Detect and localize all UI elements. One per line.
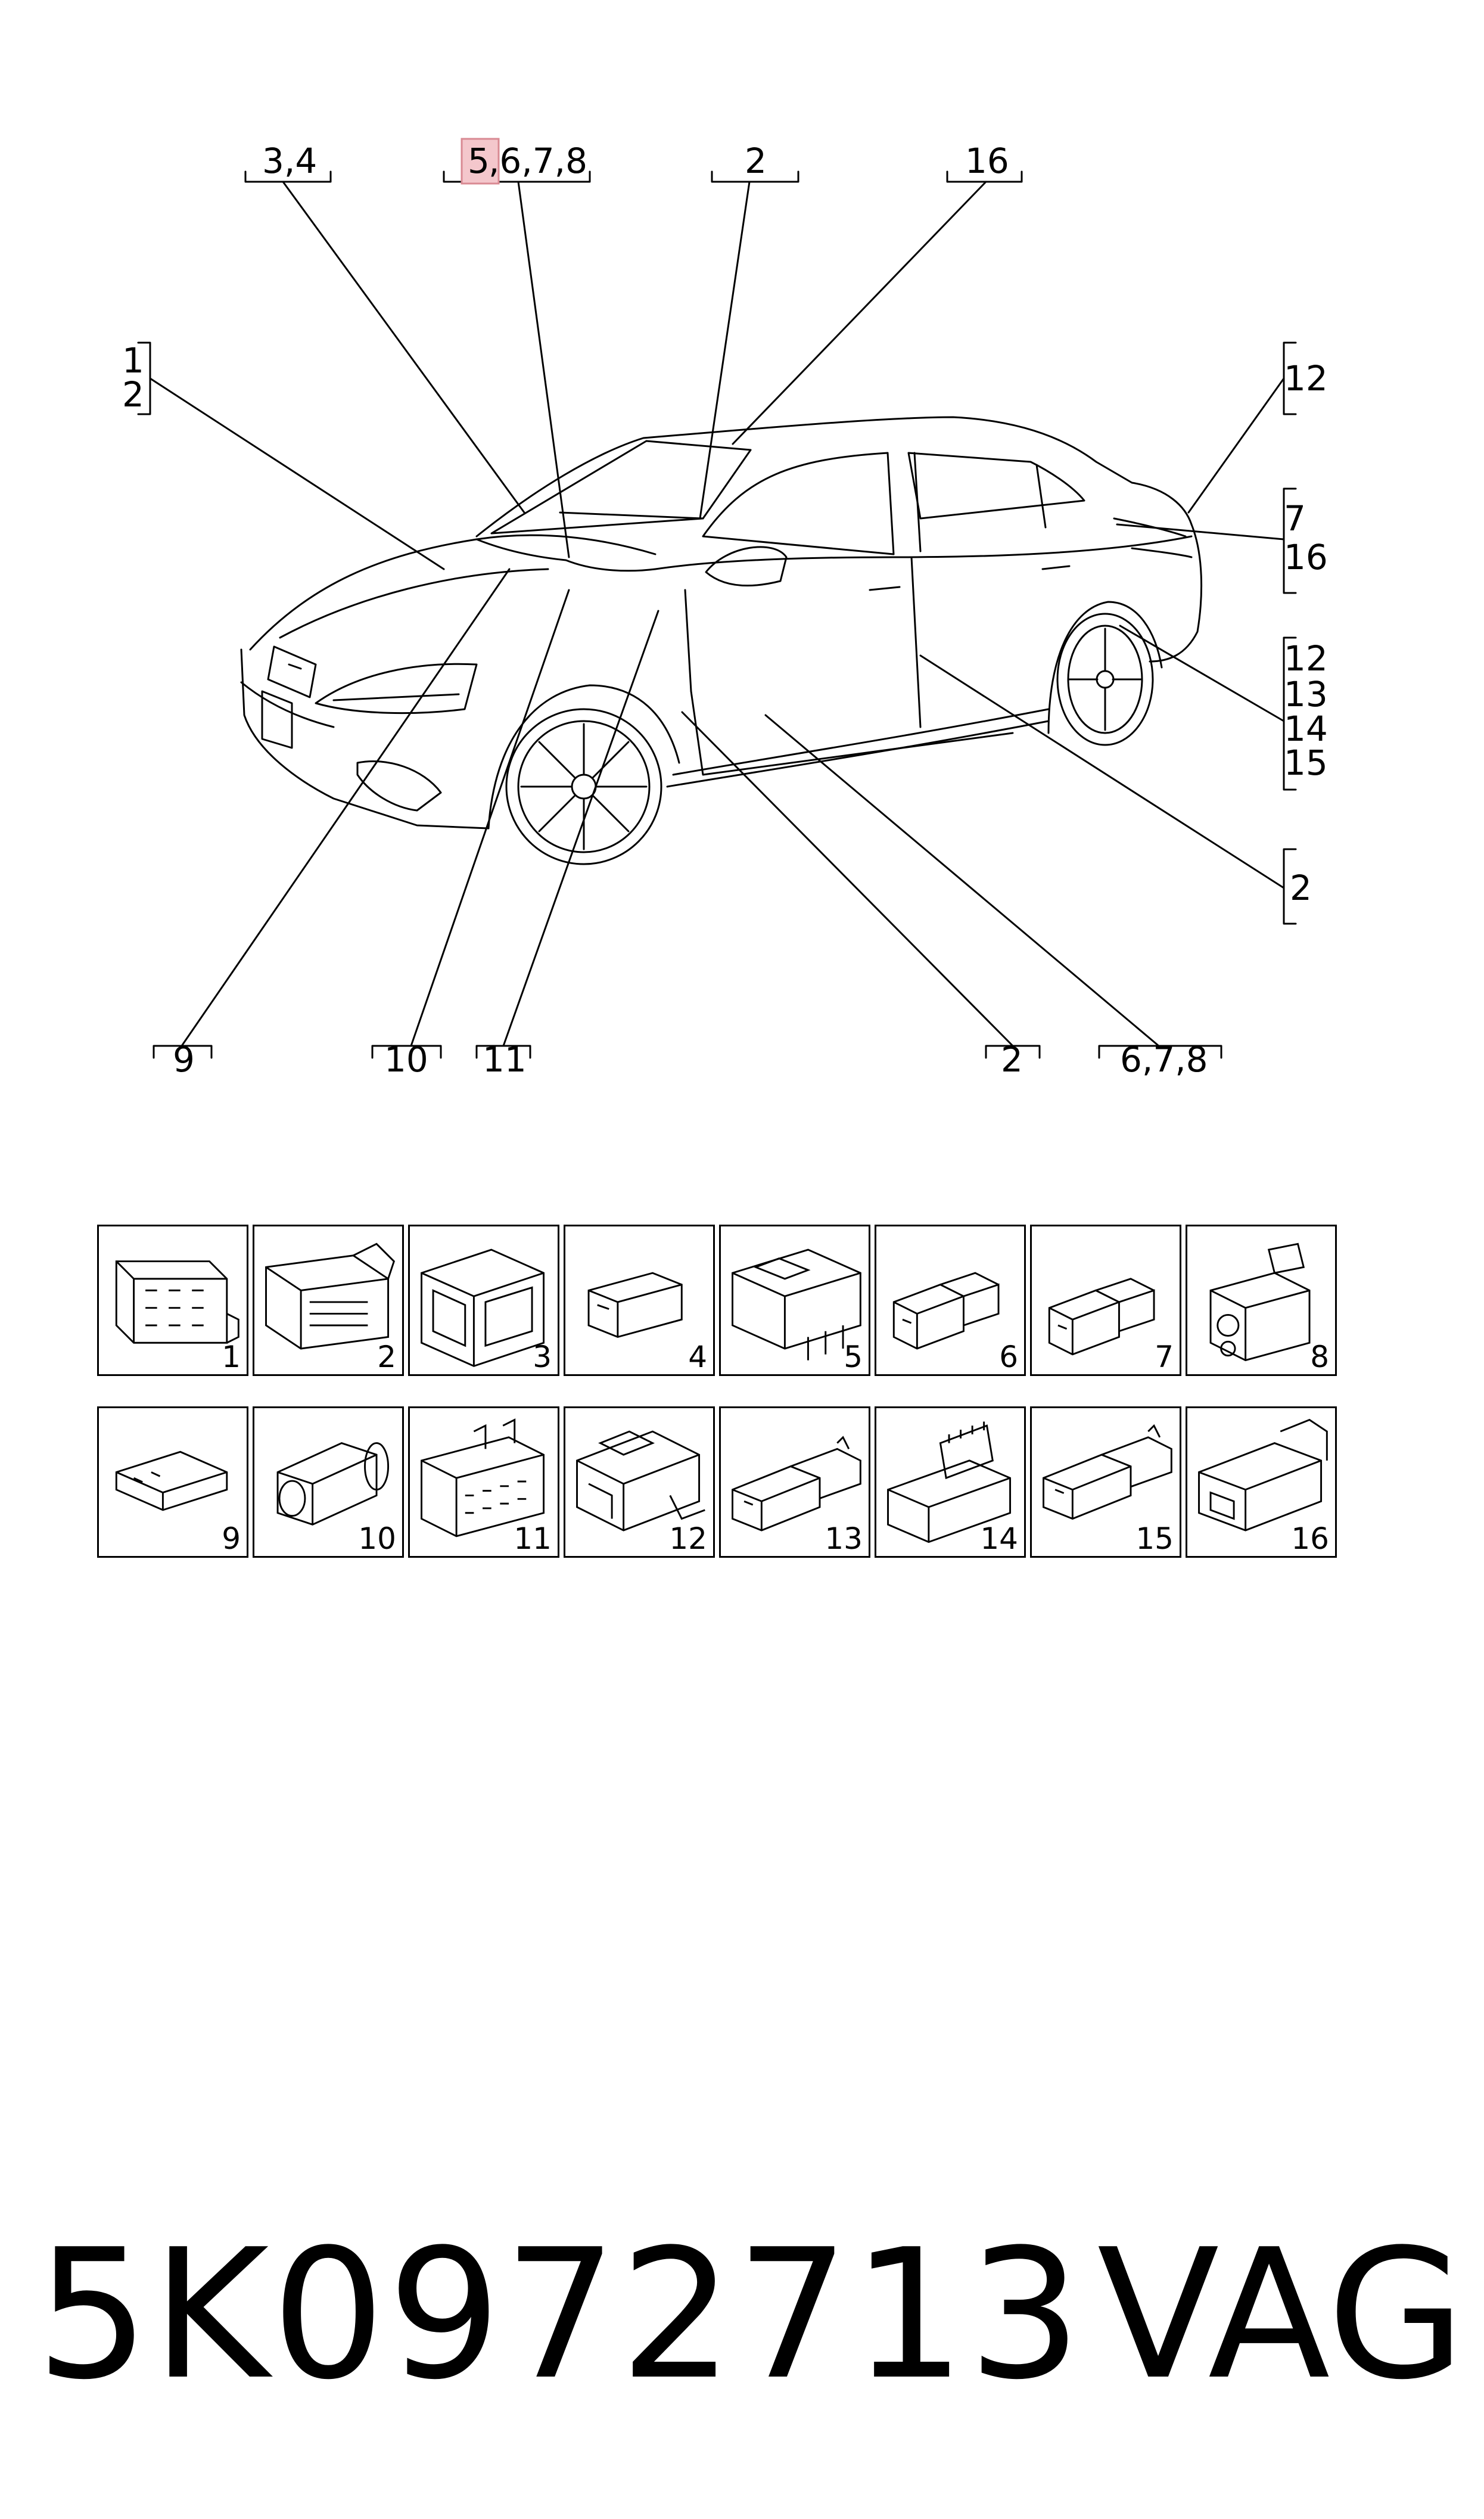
part-tile-14[interactable]: 14: [875, 1406, 1026, 1558]
part-number-label: 14: [980, 1521, 1018, 1556]
part-number-label: 13: [825, 1521, 863, 1556]
part-tile-15[interactable]: 15: [1030, 1406, 1181, 1558]
connector-coax-icon: [276, 1442, 390, 1526]
callout-bottom-3: 11: [483, 1039, 527, 1080]
connector-socket-icon: [421, 1418, 545, 1538]
connector-flat-icon: [115, 1450, 228, 1511]
part-number-label: 15: [1135, 1521, 1174, 1556]
part-number-label: 8: [1310, 1340, 1329, 1374]
callout-right-b2: 16: [1284, 537, 1328, 577]
part-number-label: 11: [514, 1521, 552, 1556]
callout-top-4: 16: [965, 141, 1009, 181]
callout-bottom-4: 2: [1001, 1039, 1023, 1080]
brand-label: VAG: [1097, 2211, 1466, 2419]
callout-top-3: 2: [745, 141, 767, 181]
highlight-box: [461, 138, 500, 185]
callout-right-d1: 2: [1290, 868, 1312, 908]
car-diagram: 3,4 5 ,6,7,8 2 16 1 2 12 7 16 12 13 14 1…: [122, 138, 1328, 1080]
footer: 5K0972713 VAG: [36, 2217, 1466, 2414]
connector-two-pin-icon: [892, 1272, 1000, 1350]
part-number-label: 7: [1155, 1340, 1174, 1374]
parts-row-2: 9 10 11 12 13 14 15: [97, 1406, 1366, 1558]
connector-inline-icon: [1043, 1424, 1172, 1520]
part-tile-10[interactable]: 10: [253, 1406, 404, 1558]
callout-right-c3: 14: [1284, 709, 1328, 749]
part-tile-7[interactable]: 7: [1030, 1225, 1181, 1376]
part-number-label: 1: [222, 1340, 241, 1374]
connector-large-harness-icon: [265, 1243, 396, 1350]
part-tile-5[interactable]: 5: [719, 1225, 870, 1376]
callout-right-b1: 7: [1284, 498, 1306, 539]
part-number: 5K0972713: [36, 2211, 1084, 2419]
connector-multi-pin-icon: [115, 1260, 239, 1344]
callout-left-2: 2: [122, 374, 144, 415]
callout-right-c4: 15: [1284, 743, 1328, 783]
part-number-label: 3: [533, 1340, 552, 1374]
part-number-label: 2: [377, 1340, 396, 1374]
callout-right-c2: 13: [1284, 674, 1328, 715]
connector-latch-icon: [732, 1248, 861, 1361]
part-number-label: 16: [1291, 1521, 1329, 1556]
callout-bottom-2: 10: [384, 1039, 428, 1080]
callout-top-2-highlight: 5: [468, 141, 490, 181]
part-tile-9[interactable]: 9: [97, 1406, 248, 1558]
part-tile-6[interactable]: 6: [875, 1225, 1026, 1376]
part-tile-3[interactable]: 3: [408, 1225, 559, 1376]
callout-leaders: [137, 170, 1297, 1059]
connector-complex-icon: [576, 1430, 705, 1532]
callout-top-1: 3,4: [262, 141, 317, 181]
callout-right-a1: 12: [1284, 358, 1328, 399]
part-tile-11[interactable]: 11: [408, 1406, 559, 1558]
part-tile-13[interactable]: 13: [719, 1406, 870, 1558]
part-tile-12[interactable]: 12: [564, 1406, 715, 1558]
part-tile-1[interactable]: 1: [97, 1225, 248, 1376]
part-tile-8[interactable]: 8: [1186, 1225, 1337, 1376]
part-number-label: 10: [358, 1521, 396, 1556]
connector-inline-icon: [732, 1436, 861, 1532]
connector-round-icon: [1209, 1243, 1311, 1362]
part-number-label: 4: [688, 1340, 707, 1374]
parts-row-1: 1 2 3 4 5 6 7: [97, 1225, 1366, 1376]
car-illustration: [240, 416, 1203, 865]
connector-angled-icon: [887, 1421, 1012, 1543]
connector-small-block-icon: [587, 1272, 683, 1338]
callout-top-2-rest: ,6,7,8: [489, 141, 587, 181]
part-number-label: 5: [844, 1340, 863, 1374]
part-number-label: 6: [999, 1340, 1018, 1374]
connector-clip-icon: [1198, 1418, 1328, 1532]
callout-bottom-1: 9: [173, 1039, 195, 1080]
part-tile-4[interactable]: 4: [564, 1225, 715, 1376]
callout-bottom-5: 6,7,8: [1120, 1039, 1208, 1080]
part-number-label: 9: [222, 1521, 241, 1556]
part-number-label: 12: [669, 1521, 707, 1556]
callout-labels: 3,4 5 ,6,7,8 2 16 1 2 12 7 16 12 13 14 1…: [122, 141, 1328, 1080]
part-tile-2[interactable]: 2: [253, 1225, 404, 1376]
connector-two-pin-icon: [1048, 1278, 1155, 1356]
callout-left-1: 1: [122, 340, 144, 381]
callout-right-c1: 12: [1284, 638, 1328, 679]
connector-housing-icon: [421, 1248, 545, 1367]
part-tile-16[interactable]: 16: [1186, 1406, 1337, 1558]
